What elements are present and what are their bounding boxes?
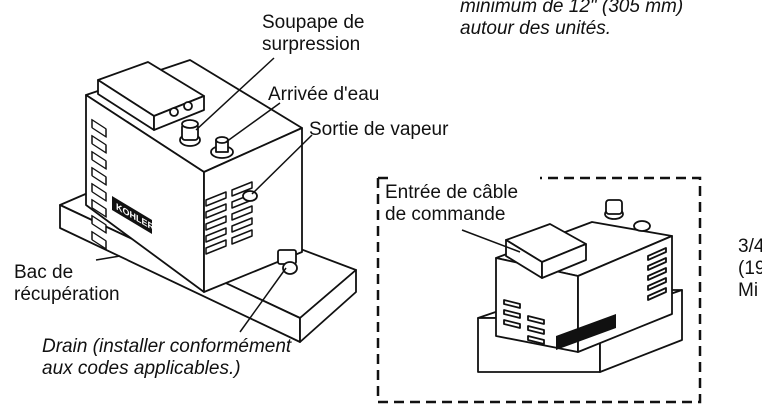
label-drip-pan: Bac de récupération	[14, 262, 120, 305]
leader-drain	[239, 267, 287, 333]
leader-water-inlet	[225, 102, 281, 143]
inset-frame	[376, 176, 702, 404]
leader-drip-pan	[95, 255, 121, 261]
label-relief-valve: Soupape de surpression	[262, 12, 365, 55]
label-clearance-note: minimum de 12" (305 mm) autour des unité…	[460, 0, 684, 39]
leader-control-cable	[461, 229, 521, 253]
label-drain: Drain (installer conformément aux codes …	[42, 336, 292, 379]
brand-plate-inset	[556, 314, 616, 350]
steam-outlet-fitting	[242, 190, 258, 202]
label-right-cut: 3/4 (19 Mi	[738, 236, 762, 301]
leader-steam-outlet	[251, 134, 313, 195]
label-water-inlet: Arrivée d'eau	[268, 84, 380, 105]
vent-louvers-left	[91, 118, 107, 250]
label-steam-outlet: Sortie de vapeur	[309, 119, 449, 140]
drip-pan-side	[299, 269, 357, 343]
leader-relief-valve	[195, 57, 275, 131]
label-control-cable: Entrée de câble de commande	[385, 182, 519, 226]
leader-lines	[95, 57, 521, 333]
main-unit	[59, 59, 357, 343]
